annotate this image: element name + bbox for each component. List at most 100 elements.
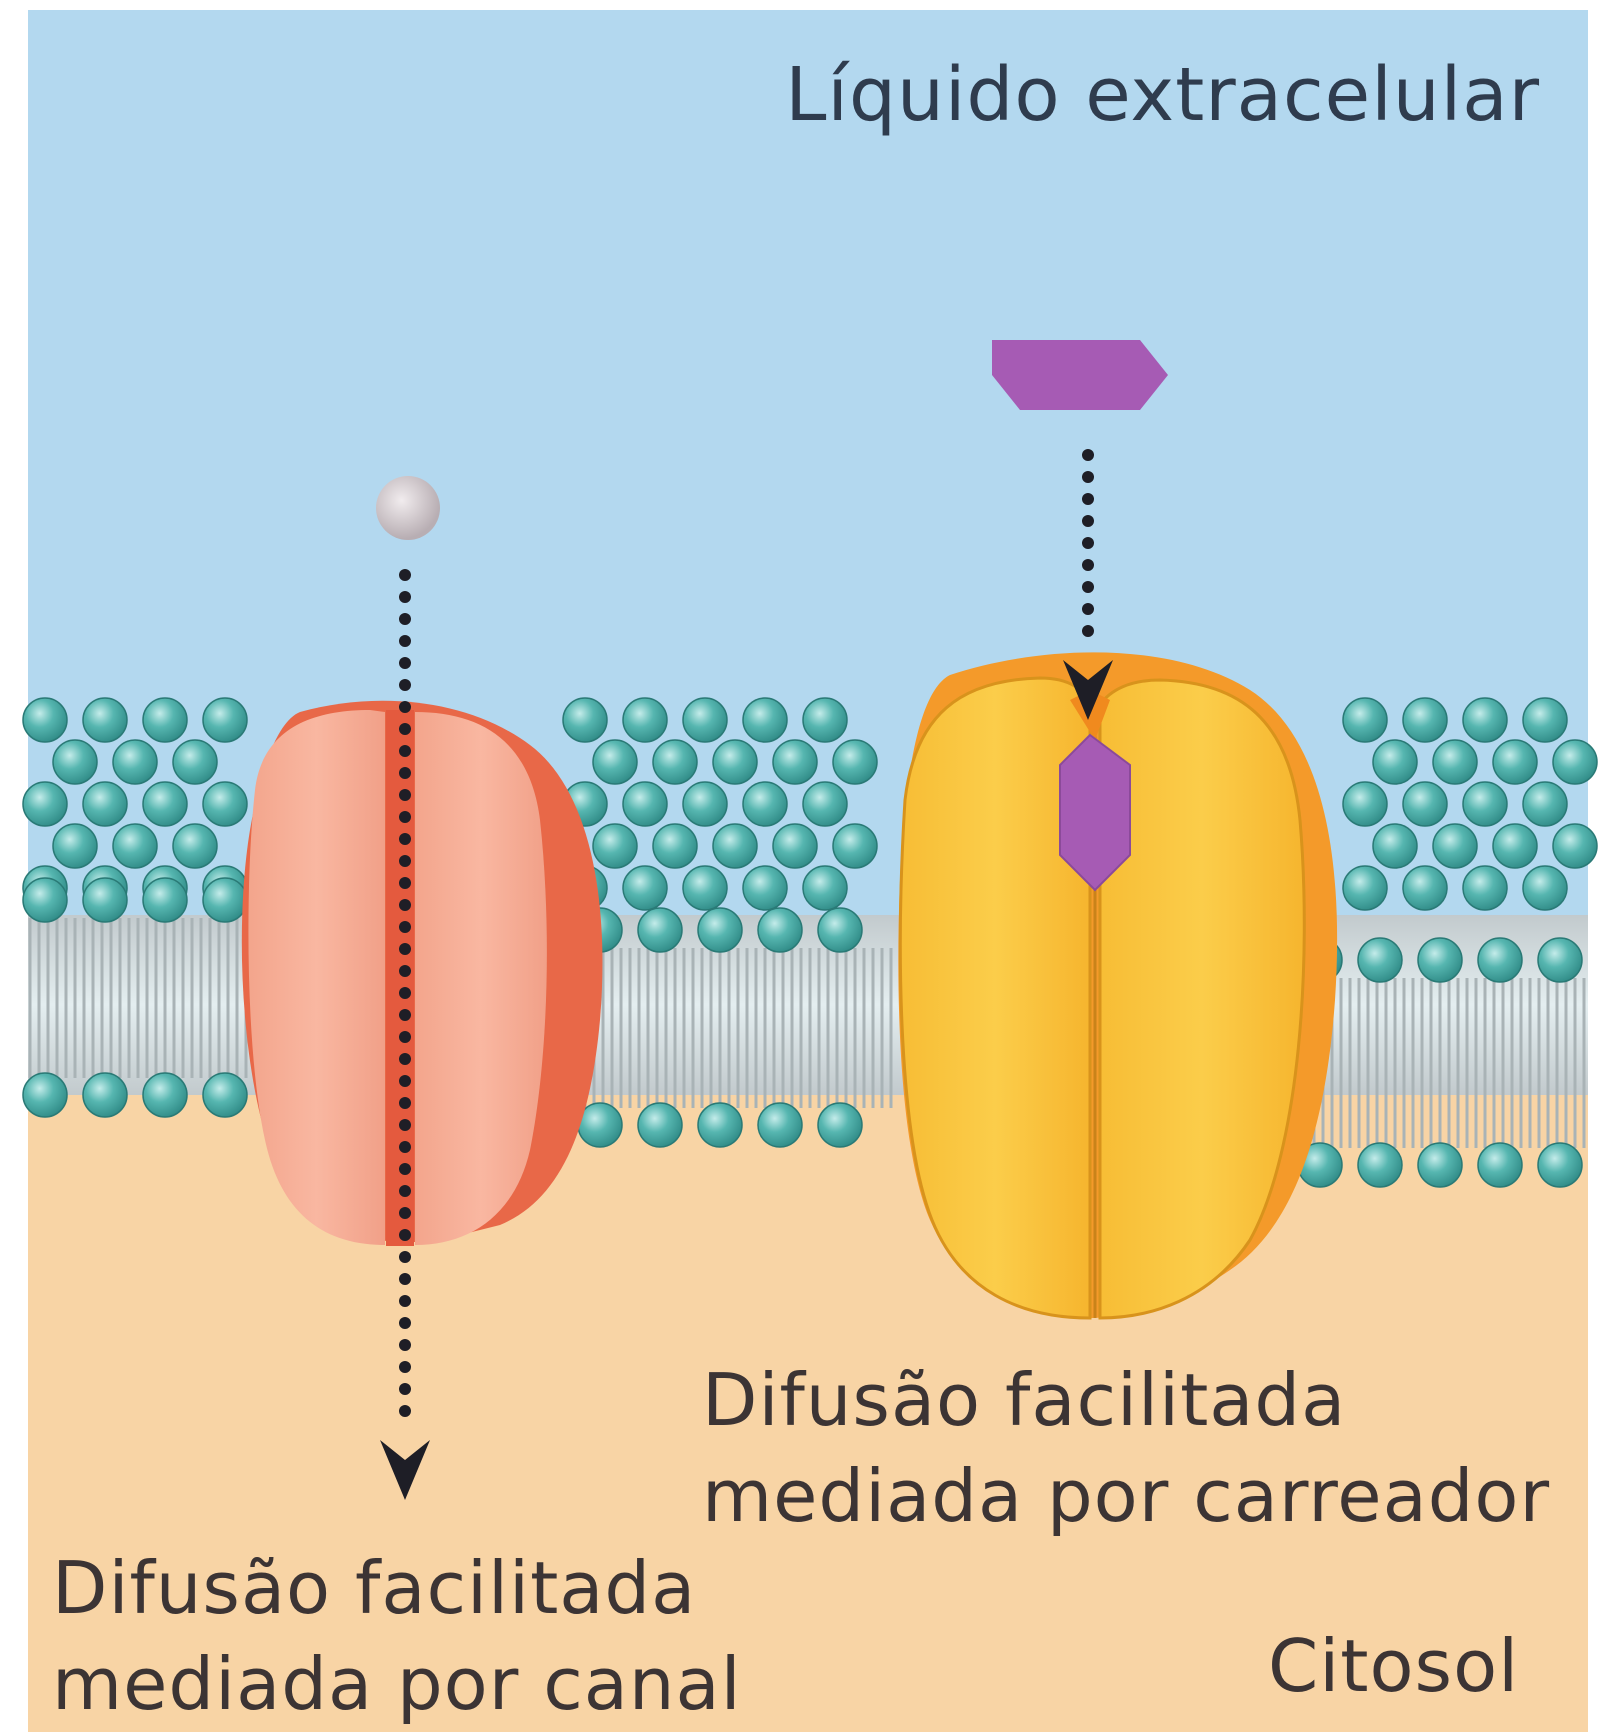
lipid-head xyxy=(698,908,742,952)
lipid-head xyxy=(1478,1143,1522,1187)
lipid-head xyxy=(1523,866,1567,910)
arrow-dot xyxy=(399,1339,411,1351)
lipid-head xyxy=(1343,698,1387,742)
lipid-head xyxy=(743,782,787,826)
lipid-head xyxy=(1538,1143,1582,1187)
lipid-head xyxy=(758,908,802,952)
lipid-head xyxy=(1433,740,1477,784)
lipid-head xyxy=(758,1103,802,1147)
arrow-dot xyxy=(399,723,411,735)
channel-label-line-1: Difusão facilitada xyxy=(52,1540,742,1636)
arrow-dot xyxy=(399,1229,411,1241)
lipid-head xyxy=(1523,698,1567,742)
arrow-dot xyxy=(399,1053,411,1065)
arrow-dot xyxy=(399,591,411,603)
lipid-head xyxy=(113,740,157,784)
lipid-head xyxy=(203,878,247,922)
lipid-head xyxy=(683,698,727,742)
lipid-head xyxy=(1523,782,1567,826)
lipid-head xyxy=(1553,740,1597,784)
lipid-head xyxy=(203,698,247,742)
lipid-head xyxy=(23,782,67,826)
left-border xyxy=(0,0,28,1732)
lipid-head xyxy=(173,824,217,868)
arrow-dot xyxy=(1082,471,1094,483)
lipid-head xyxy=(83,698,127,742)
lipid-head xyxy=(593,824,637,868)
arrow-dot xyxy=(399,811,411,823)
lipid-head xyxy=(1358,1143,1402,1187)
carrier-solute-hexagon xyxy=(992,340,1168,410)
lipid-head xyxy=(1373,824,1417,868)
carrier-diffusion-label: Difusão facilitada mediada por carreador xyxy=(702,1352,1550,1544)
lipid-head xyxy=(803,782,847,826)
lipid-head xyxy=(563,698,607,742)
arrow-dot xyxy=(399,965,411,977)
lipid-head xyxy=(623,866,667,910)
arrow-dot xyxy=(399,855,411,867)
arrow-dot xyxy=(399,1317,411,1329)
arrow-dot xyxy=(1082,515,1094,527)
arrow-dot xyxy=(399,745,411,757)
lipid-head xyxy=(23,1073,67,1117)
lipid-head xyxy=(593,740,637,784)
lipid-head xyxy=(1463,782,1507,826)
channel-protein xyxy=(242,701,603,1246)
lipid-head xyxy=(143,878,187,922)
lipid-head xyxy=(1463,698,1507,742)
lipid-head xyxy=(818,908,862,952)
channel-diffusion-label: Difusão facilitada mediada por canal xyxy=(52,1540,742,1732)
lipid-head xyxy=(143,1073,187,1117)
carrier-label-line-1: Difusão facilitada xyxy=(702,1352,1550,1448)
arrow-dot xyxy=(399,1163,411,1175)
lipid-head xyxy=(683,782,727,826)
lipid-head xyxy=(1493,824,1537,868)
arrow-dot xyxy=(1082,603,1094,615)
lipid-head xyxy=(53,824,97,868)
lipid-head xyxy=(683,866,727,910)
lipid-head xyxy=(653,740,697,784)
carrier-label-line-2: mediada por carreador xyxy=(702,1448,1550,1544)
lipid-head xyxy=(803,866,847,910)
lipid-head xyxy=(833,740,877,784)
arrow-dot xyxy=(399,1075,411,1087)
arrow-dot xyxy=(399,1031,411,1043)
lipid-head xyxy=(698,1103,742,1147)
lipid-head xyxy=(743,866,787,910)
lipid-head xyxy=(83,1073,127,1117)
arrow-dot xyxy=(399,1141,411,1153)
lipid-head xyxy=(173,740,217,784)
lipid-head xyxy=(1403,698,1447,742)
lipid-head xyxy=(53,740,97,784)
arrow-dot xyxy=(399,1207,411,1219)
arrow-dot xyxy=(399,987,411,999)
arrow-dot xyxy=(399,921,411,933)
channel-label-line-2: mediada por canal xyxy=(52,1636,742,1732)
lipid-head xyxy=(23,878,67,922)
lipid-head xyxy=(1493,740,1537,784)
lipid-head xyxy=(653,824,697,868)
arrow-dot xyxy=(399,1361,411,1373)
arrow-dot xyxy=(399,701,411,713)
arrow-dot xyxy=(399,1405,411,1417)
lipid-head xyxy=(773,740,817,784)
arrow-dot xyxy=(399,613,411,625)
lipid-head xyxy=(83,878,127,922)
arrow-dot xyxy=(1082,559,1094,571)
lipid-head xyxy=(623,782,667,826)
arrow-dot xyxy=(399,1383,411,1395)
lipid-head xyxy=(713,740,757,784)
arrow-dot xyxy=(1082,625,1094,637)
arrow-dot xyxy=(399,877,411,889)
lipid-head xyxy=(713,824,757,868)
lipid-head xyxy=(1403,782,1447,826)
arrow-dot xyxy=(399,1097,411,1109)
lipid-head xyxy=(1478,938,1522,982)
arrow-dot xyxy=(399,569,411,581)
lipid-head xyxy=(203,782,247,826)
lipid-head xyxy=(1358,938,1402,982)
arrow-dot xyxy=(399,833,411,845)
arrow-dot xyxy=(399,1251,411,1263)
lipid-head xyxy=(143,698,187,742)
lipid-head xyxy=(1373,740,1417,784)
